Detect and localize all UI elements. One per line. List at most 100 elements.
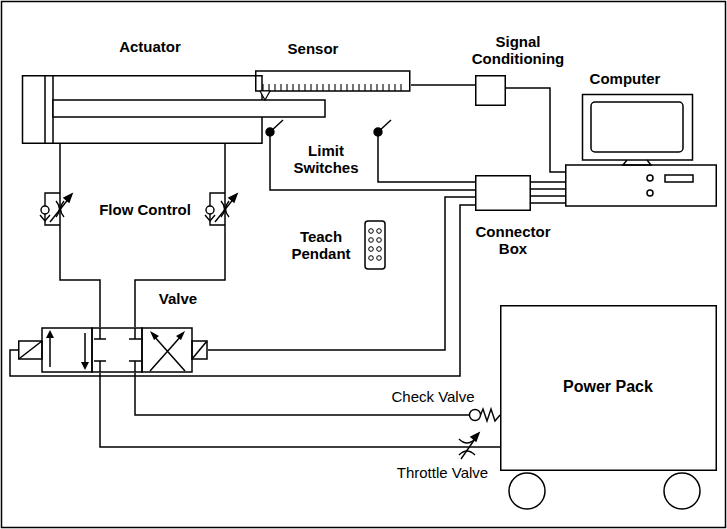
directional-valve-shape: [142, 328, 192, 372]
node-label: Signal Conditioning: [466, 33, 570, 68]
flow-control-symbol: [229, 194, 237, 202]
node-label-holder: Connector Box: [470, 223, 556, 258]
throttle-valve-symbol: [459, 433, 479, 459]
signal-conditioner: Signal Conditioning: [466, 33, 570, 105]
computer-shape: [665, 175, 693, 182]
position-sensor-shape: [364, 84, 365, 91]
directional-valve-shape: [50, 333, 85, 367]
node-label: Valve: [148, 290, 208, 307]
directional-valve-shape: [92, 328, 142, 372]
limit-switch-symbol: [266, 120, 391, 136]
position-sensor: Sensor: [255, 40, 415, 101]
position-sensor-shape: [346, 84, 347, 91]
directional-valve: Valve: [18, 290, 208, 374]
teach-pendant-shape: [377, 229, 382, 234]
part-label: Limit Switches: [290, 142, 362, 177]
computer: Computer: [565, 70, 717, 208]
position-sensor-shape: [400, 84, 401, 91]
part-label: Flow Control: [90, 201, 200, 218]
node-label: Computer: [585, 70, 665, 87]
computer-shape: [566, 165, 717, 206]
node-label-holder: Computer: [585, 70, 665, 87]
position-sensor-shape: [262, 84, 263, 91]
part-label: Throttle Valve: [385, 464, 500, 481]
flow-control-symbol: [205, 193, 237, 225]
node-label-holder: Teach Pendant: [282, 228, 360, 263]
teach-pendant-shape: [369, 238, 374, 243]
check-valve-symbol: [469, 407, 501, 423]
part-label-holder: Limit Switches: [290, 142, 362, 177]
position-sensor-shape: [280, 84, 281, 91]
node-label-holder: Actuator: [110, 38, 190, 55]
node-label-holder: Sensor: [283, 40, 343, 57]
node-label-holder: Power Pack: [500, 378, 716, 396]
directional-valve-shape: [94, 328, 141, 372]
position-sensor-shape: [286, 84, 287, 91]
power-pack: Power Pack: [500, 305, 717, 512]
connector-line: [10, 197, 475, 376]
position-sensor-shape: [316, 84, 317, 91]
power-pack-shape: [501, 306, 717, 471]
check-valve-symbol: [469, 407, 501, 423]
teach-pendant-shape: [377, 238, 382, 243]
teach-pendant-shape: [377, 256, 382, 261]
position-sensor-shape: [388, 84, 389, 91]
position-sensor-shape: [298, 84, 299, 91]
switch-wire: [270, 136, 475, 190]
teach-pendant-shape: [369, 229, 382, 261]
position-sensor-shape: [304, 84, 305, 91]
node-label: Sensor: [283, 40, 343, 57]
node-label: Teach Pendant: [282, 228, 360, 263]
power-pack-shape: [500, 305, 717, 512]
teach-pendant-shape: [377, 247, 382, 252]
actuator-cylinder-shape: [45, 76, 53, 144]
throttle-valve-symbol: [471, 433, 479, 441]
connector-line: [531, 182, 565, 203]
connector-box-shape: [476, 176, 531, 211]
directional-valve-shape: [192, 341, 207, 359]
power-pack-shape: [664, 473, 700, 509]
check-valve-symbol: [470, 410, 481, 421]
signal-conditioner-shape: [475, 75, 506, 106]
node-label: Actuator: [110, 38, 190, 55]
position-sensor-shape: [255, 70, 411, 101]
connector-box-shape: [475, 175, 531, 211]
flow-control-symbol: [205, 215, 215, 221]
position-sensor-shape: [334, 84, 335, 91]
teach-pendant-shape: [365, 221, 385, 269]
teach-pendant: Teach Pendant: [282, 220, 386, 270]
teach-pendant-shape: [369, 256, 374, 261]
connector-box: Connector Box: [470, 175, 556, 265]
teach-pendant-shape: [369, 229, 374, 234]
directional-valve-shape: [18, 327, 208, 373]
limit-switch-symbol: [378, 120, 391, 132]
position-sensor-shape: [292, 84, 293, 91]
node-label: Connector Box: [470, 223, 556, 258]
check-valve-symbol: [481, 409, 501, 421]
connector-line: [100, 373, 500, 447]
position-sensor-shape: [394, 84, 395, 91]
node-label: Power Pack: [500, 378, 716, 396]
position-sensor-shape: [268, 84, 269, 91]
node-label-holder: Signal Conditioning: [466, 33, 570, 68]
part-label-holder: Throttle Valve: [385, 464, 500, 481]
flow-control-symbol: [41, 206, 49, 214]
position-sensor-shape: [256, 71, 410, 91]
actuator-cylinder-shape: [53, 100, 325, 117]
directional-valve-shape: [150, 331, 159, 340]
directional-valve-shape: [176, 331, 185, 340]
computer-shape: [591, 102, 683, 152]
node-label-holder: Valve: [148, 290, 208, 307]
connector-line: [411, 84, 475, 86]
actuator-cylinder-shape: [20, 75, 330, 144]
part-label: Check Valve: [388, 388, 478, 405]
directional-valve-shape: [192, 341, 207, 359]
connector-line: [506, 88, 565, 172]
directional-valve-shape: [150, 335, 185, 371]
signal-conditioner-shape: [476, 76, 506, 106]
switch-wire: [270, 136, 475, 190]
position-sensor-shape: [370, 84, 371, 91]
part-label-holder: Flow Control: [90, 201, 200, 218]
